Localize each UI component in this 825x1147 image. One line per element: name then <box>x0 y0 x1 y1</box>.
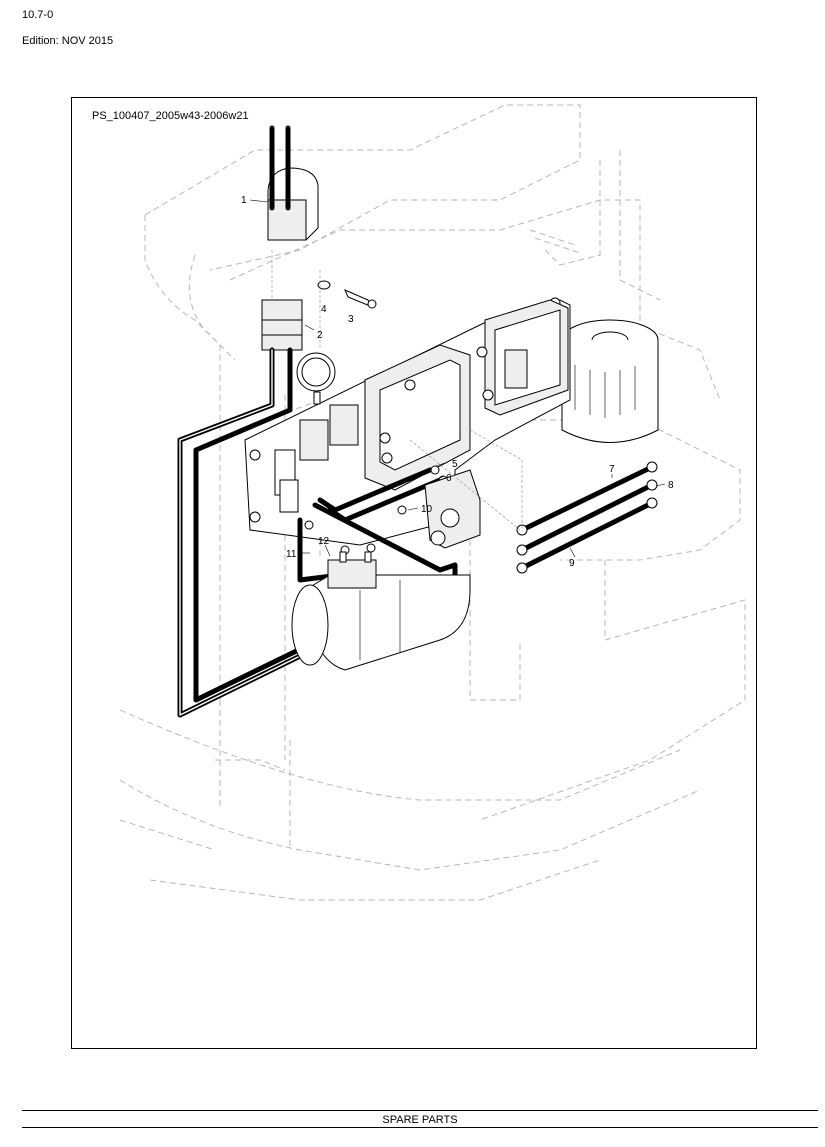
callout-7: 7 <box>609 464 615 475</box>
horn <box>296 352 336 405</box>
edition-date: Edition: NOV 2015 <box>22 35 114 47</box>
diagram-frame <box>71 97 757 1049</box>
callout-10: 10 <box>421 504 433 515</box>
screw-and-washer <box>317 270 377 350</box>
section-number: 10.7-0 <box>22 9 54 21</box>
relay-blocks <box>274 404 359 513</box>
callout-2: 2 <box>317 330 323 341</box>
power-module <box>364 344 471 491</box>
footer-label: SPARE PARTS <box>382 1114 458 1126</box>
footer-rule-bottom <box>22 1127 818 1128</box>
callout-leaders <box>249 199 666 558</box>
motor <box>291 551 471 671</box>
connector-lower <box>261 299 303 351</box>
exploded-parts-drawing: 1 2 3 4 5 6 7 8 9 10 11 12 <box>119 104 746 901</box>
controller-module <box>476 299 569 416</box>
callout-5: 5 <box>452 459 458 470</box>
callout-8: 8 <box>668 480 674 491</box>
callout-4: 4 <box>321 304 327 315</box>
callout-3: 3 <box>348 314 354 325</box>
callout-numbers: 1 2 3 4 5 6 7 8 9 10 11 12 <box>241 195 674 569</box>
cables-7-8-9 <box>409 429 658 574</box>
callout-11: 11 <box>286 549 297 560</box>
rear-drum <box>561 319 659 443</box>
callout-1: 1 <box>241 195 247 206</box>
callout-12: 12 <box>318 536 330 547</box>
connector-upper <box>267 125 319 300</box>
fuse-holder <box>424 469 481 549</box>
callout-6: 6 <box>446 473 452 484</box>
diagram-title: PS_100407_2005w43-2006w21 <box>92 110 249 122</box>
callout-9: 9 <box>569 558 575 569</box>
footer-rule-top <box>22 1110 818 1111</box>
